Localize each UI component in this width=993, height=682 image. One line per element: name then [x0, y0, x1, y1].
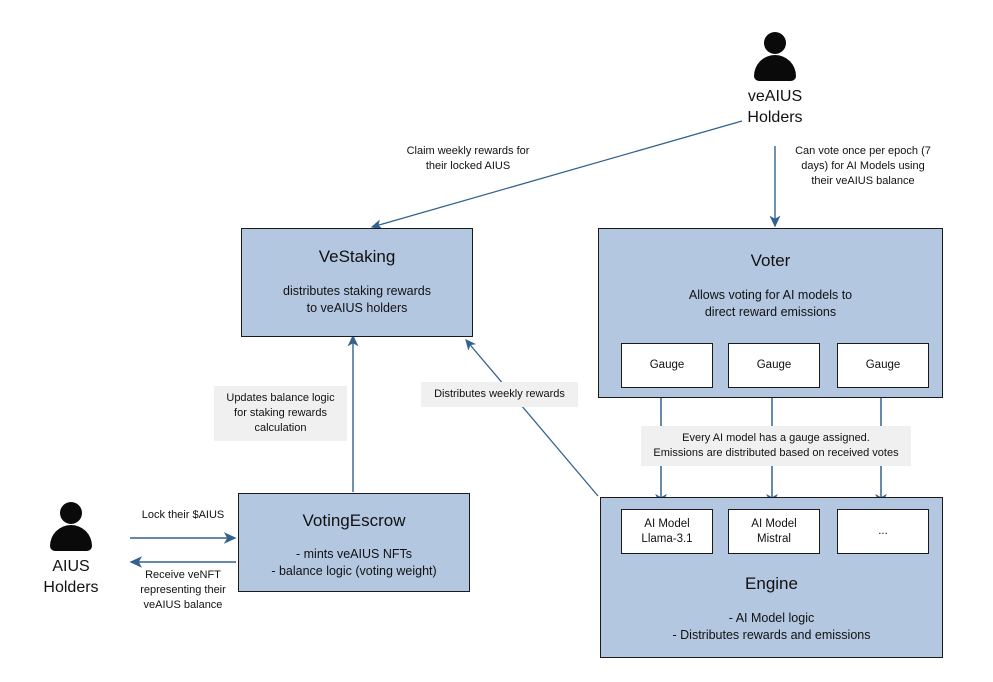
ai-model-box-2[interactable]: AI Model Mistral	[728, 509, 820, 554]
person-head	[60, 502, 82, 524]
person-head	[764, 32, 786, 54]
ai-model-box-1[interactable]: AI Model Llama-3.1	[621, 509, 713, 554]
person-body	[754, 55, 796, 81]
person-icon	[45, 500, 97, 552]
person-icon	[749, 30, 801, 82]
engine-subtitle: - AI Model logic - Distributes rewards a…	[672, 611, 871, 642]
actor-aius-holders: AIUS Holders	[14, 500, 128, 598]
edge-label-receive-venft: Receive veNFT representing their veAIUS …	[140, 569, 226, 611]
actor-veaius-holders: veAIUS Holders	[715, 30, 835, 128]
gauge-box-3[interactable]: Gauge	[837, 343, 929, 388]
actor-label: AIUS Holders	[43, 558, 99, 596]
votingescrow-title: VotingEscrow	[302, 511, 406, 530]
engine-title: Engine	[745, 574, 798, 593]
person-body	[50, 525, 92, 551]
node-votingescrow[interactable]: VotingEscrow - mints veAIUS NFTs - balan…	[238, 493, 470, 592]
ai-model-box-3[interactable]: ...	[837, 509, 929, 554]
vestaking-subtitle: distributes staking rewards to veAIUS ho…	[283, 284, 431, 315]
edge-label-gauge-assignment: Every AI model has a gauge assigned. Emi…	[641, 426, 911, 466]
voter-title: Voter	[750, 251, 791, 270]
vestaking-title: VeStaking	[318, 247, 396, 266]
edge-label-claim-rewards: Claim weekly rewards for their locked AI…	[406, 145, 530, 172]
voter-subtitle: Allows voting for AI models to direct re…	[688, 288, 853, 319]
edge-label-lock-aius: Lock their $AIUS	[141, 509, 225, 521]
edge-label-distributes-weekly: Distributes weekly rewards	[421, 382, 578, 407]
votingescrow-subtitle: - mints veAIUS NFTs - balance logic (vot…	[271, 547, 437, 578]
edge-distributes-weekly	[465, 339, 599, 497]
actor-label: veAIUS Holders	[747, 88, 803, 126]
gauge-box-2[interactable]: Gauge	[728, 343, 820, 388]
edge-claim-rewards	[370, 120, 743, 230]
node-vestaking[interactable]: VeStaking distributes staking rewards to…	[241, 228, 473, 337]
edge-label-vote-epoch: Can vote once per epoch (7 days) for AI …	[795, 145, 931, 187]
edge-label-updates-balance: Updates balance logic for staking reward…	[214, 386, 347, 441]
gauge-box-1[interactable]: Gauge	[621, 343, 713, 388]
